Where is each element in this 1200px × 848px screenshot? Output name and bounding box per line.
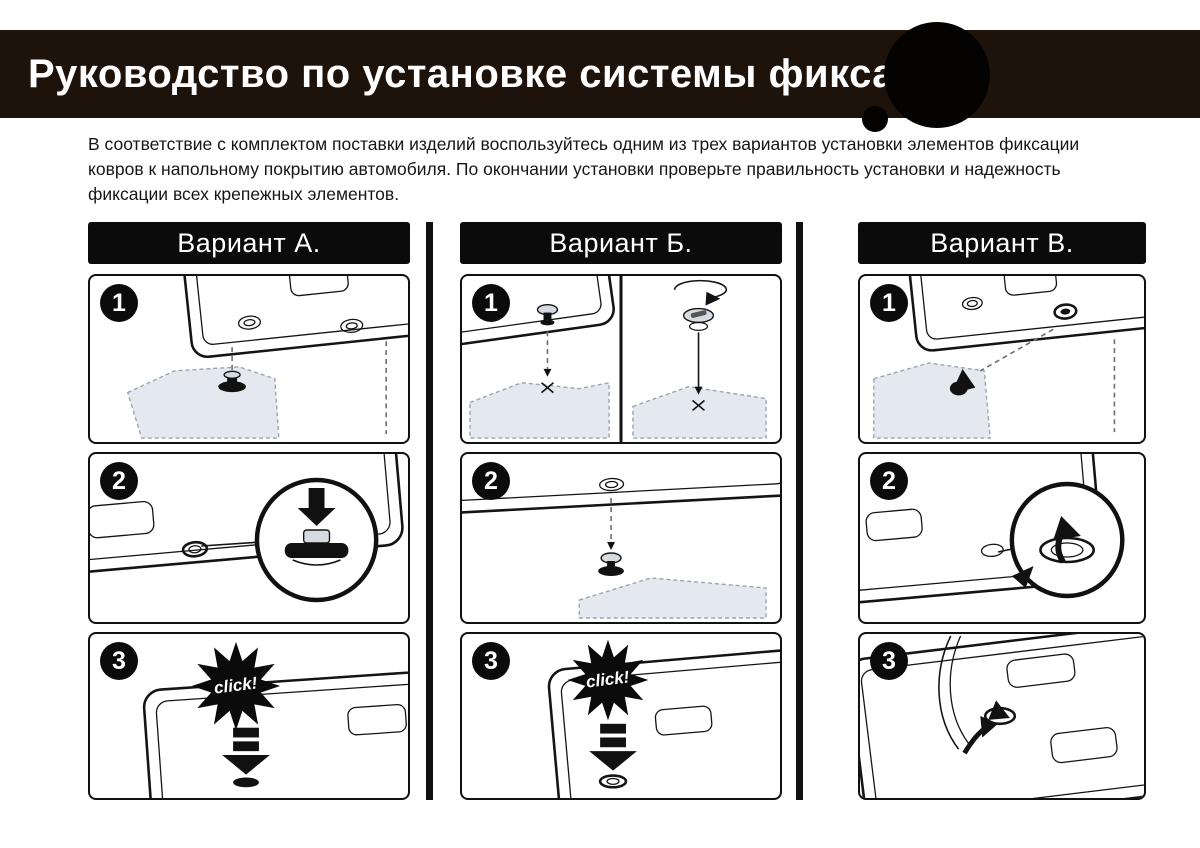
variant-v-header: Вариант В. [858, 222, 1146, 264]
fastener-pin [598, 552, 624, 576]
variant-b-column: Вариант Б. 1 [460, 222, 782, 800]
step-badge: 3 [100, 642, 138, 680]
press-arrows [222, 727, 270, 775]
fastener-cross-section [284, 529, 349, 566]
variant-a-step-2-panel: 2 [88, 452, 410, 624]
step-illustration [142, 668, 408, 798]
variant-b-step-2-panel: 2 [460, 452, 782, 624]
variant-v-label: Вариант В. [930, 227, 1074, 258]
step-illustration [462, 454, 780, 619]
press-arrow-icon [297, 488, 336, 526]
target-x-mark [692, 399, 705, 411]
column-divider [426, 222, 433, 800]
step-badge: 3 [472, 642, 510, 680]
step-badge: 1 [472, 284, 510, 322]
step-badge: 1 [870, 284, 908, 322]
fastener-pin [536, 303, 559, 326]
step-badge: 1 [100, 284, 138, 322]
fastener-pin [218, 370, 247, 393]
mat-outline [462, 454, 780, 515]
rotation-arrow-icon [673, 279, 728, 306]
variant-b-step-1-panel: 1 [460, 274, 782, 444]
press-arrows [589, 723, 637, 771]
floor-shade [469, 381, 610, 439]
arrow-down-icon [694, 386, 703, 395]
step-illustration [547, 644, 780, 798]
click-label: click! [585, 667, 631, 692]
variant-a-step-1-panel: 1 [88, 274, 410, 444]
mat-outline [462, 276, 615, 354]
click-label: click! [213, 673, 259, 698]
header-bar: Руководство по установке системы фиксаци… [0, 22, 1200, 132]
step-illustration [126, 276, 408, 439]
variant-b-step-3-panel: 3 click! [460, 632, 782, 800]
step-badge: 2 [472, 462, 510, 500]
mat-edge-curve [938, 635, 960, 750]
hook-in-grommet [1039, 516, 1095, 564]
step-illustration [462, 276, 767, 442]
hook-fastener [949, 368, 976, 396]
hook-fastener [983, 700, 1017, 726]
variant-v-step-3-panel: 3 [858, 632, 1146, 800]
fastener-screw [682, 307, 715, 331]
arrow-down-icon [543, 368, 552, 377]
mat-outline [90, 454, 404, 575]
mat-outline [179, 276, 408, 359]
fastener-pin [233, 777, 259, 788]
insert-arrow-icon [962, 716, 999, 755]
floor-shade [126, 366, 280, 439]
variant-b-header: Вариант Б. [460, 222, 782, 264]
step-illustration [860, 454, 1125, 608]
step-illustration [860, 634, 1144, 798]
variant-a-column: Вариант А. 1 [88, 222, 410, 800]
arrow-down-icon [607, 542, 616, 550]
step-badge: 2 [100, 462, 138, 500]
decor-dot-icon [862, 106, 888, 132]
mat-outline [860, 634, 1144, 798]
variant-v-step-2-panel: 2 [858, 452, 1146, 624]
fastener-grommet [598, 774, 628, 789]
floor-shade [578, 577, 767, 619]
step-badge: 3 [870, 642, 908, 680]
variant-a-label: Вариант А. [177, 227, 321, 258]
variant-v-step-1-panel: 1 [858, 274, 1146, 444]
column-divider [796, 222, 803, 800]
step-illustration [90, 454, 404, 603]
step-illustration [873, 276, 1144, 439]
mat-outline [904, 276, 1144, 352]
target-x-mark [540, 382, 554, 394]
step-badge: 2 [870, 462, 908, 500]
variant-v-column: Вариант В. 1 2 [858, 222, 1146, 800]
variant-a-header: Вариант А. [88, 222, 410, 264]
page-title: Руководство по установке системы фиксаци… [28, 51, 971, 96]
decor-circle-icon [884, 22, 990, 128]
floor-shade [873, 362, 991, 439]
variant-b-label: Вариант Б. [549, 227, 693, 258]
variant-a-step-3-panel: 3 click! [88, 632, 410, 800]
inset-circle [1009, 481, 1125, 599]
mat-outline [547, 644, 780, 798]
pointer-arrow-icon [1011, 566, 1034, 588]
floor-shade [632, 385, 767, 439]
mat-outline [142, 668, 408, 798]
intro-paragraph: В соответствие с комплектом поставки изд… [88, 134, 1080, 204]
